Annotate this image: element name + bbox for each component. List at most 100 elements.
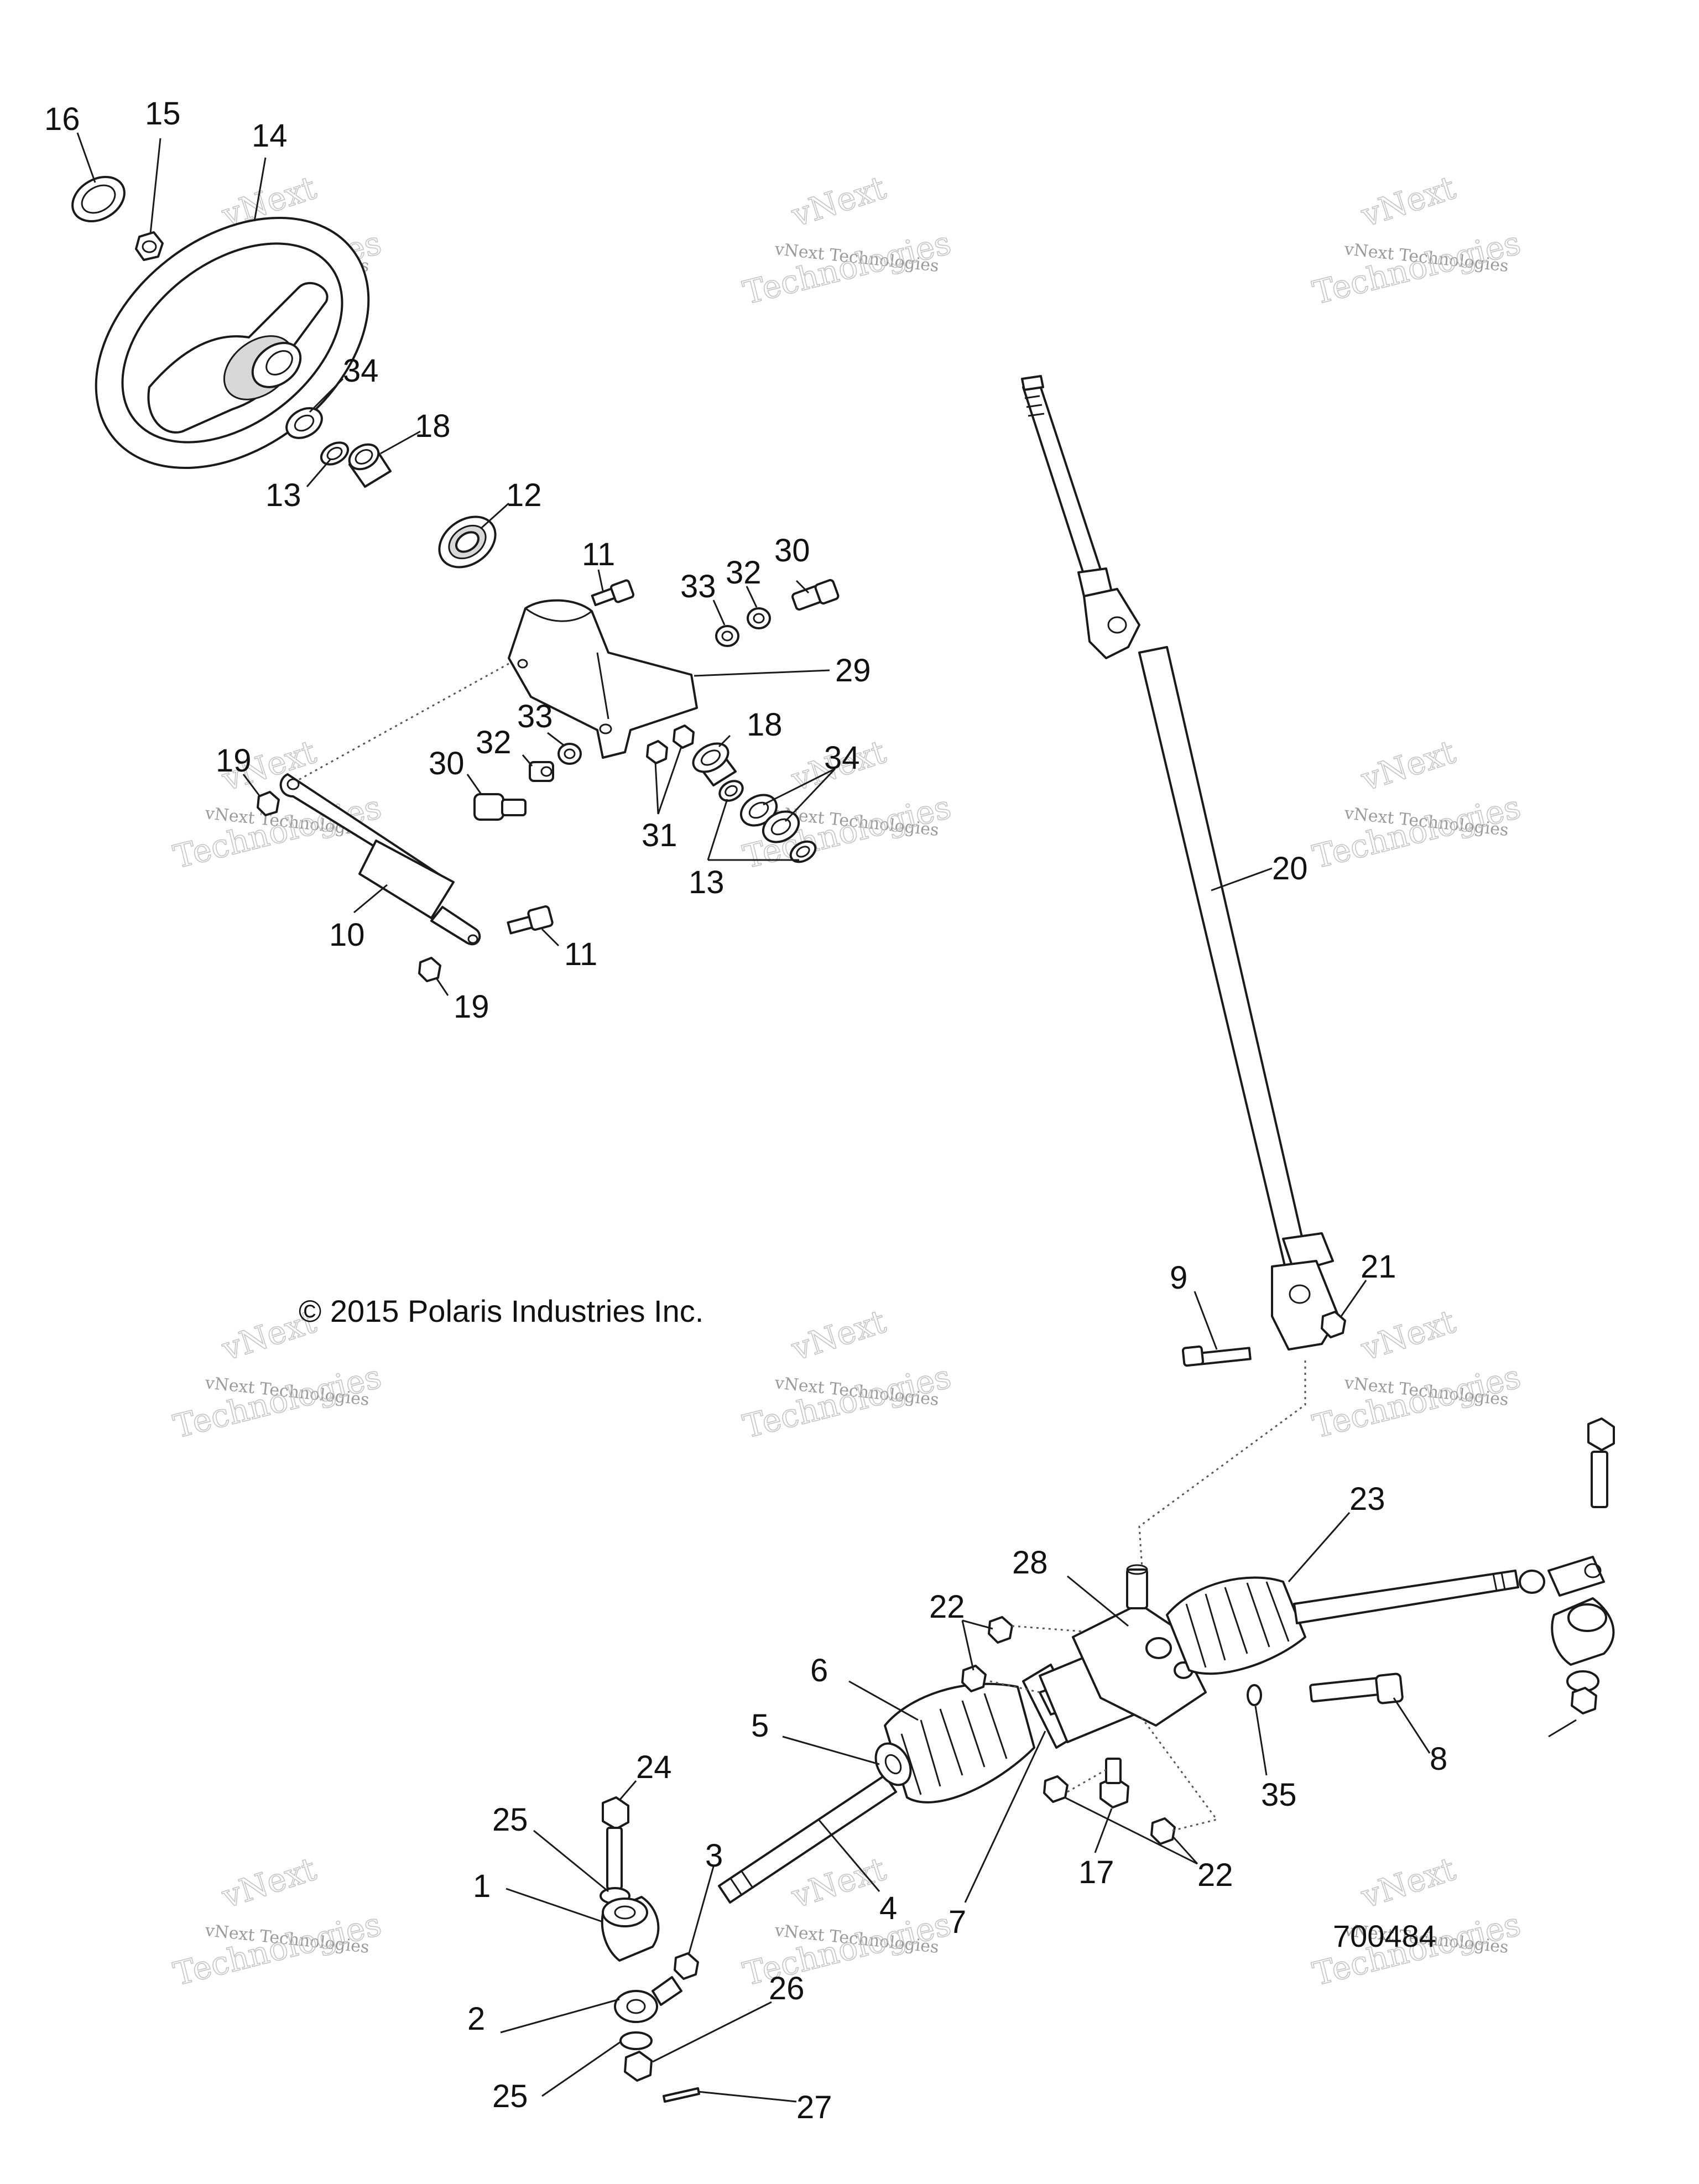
svg-text:vNext: vNext (786, 169, 890, 234)
part-32-spacer-upper (747, 607, 771, 629)
callout-19b: 19 (454, 989, 489, 1025)
part-9-pinch-bolt (1181, 1345, 1252, 1367)
part-10-tilt-gas-cylinder (279, 773, 481, 946)
callout-34: 34 (343, 353, 379, 389)
part-20-steering-shaft (1021, 375, 1340, 1351)
tilt-bracket-group (257, 578, 840, 982)
part-4-inner-tie-rod-left (718, 1774, 897, 1904)
figure-number: 700484 (1333, 1919, 1436, 1953)
callout-14: 14 (252, 118, 288, 154)
leader-lines (76, 132, 1431, 2103)
callout-30: 30 (774, 533, 810, 569)
watermark: vNext vNext Technologies Technologies (739, 1302, 955, 1446)
part-22-nut-a (988, 1616, 1013, 1644)
svg-text:vNext: vNext (786, 1302, 890, 1368)
nut-right (1571, 1687, 1597, 1714)
svg-text:vNext: vNext (1356, 1850, 1460, 1916)
callout-7: 7 (948, 1904, 966, 1940)
svg-text:Technologies: Technologies (739, 1358, 955, 1446)
part-22-nut-c (1043, 1775, 1069, 1803)
callout-32b: 32 (476, 724, 512, 760)
svg-text:vNext: vNext (1356, 1302, 1460, 1368)
callout-29: 29 (835, 653, 871, 689)
part-13-washer-lower-b (789, 840, 817, 863)
callout-21: 21 (1361, 1249, 1396, 1285)
part-16-center-cap (71, 176, 126, 222)
part-13-washer (320, 441, 350, 466)
callout-19: 19 (216, 743, 252, 779)
callout-32: 32 (726, 555, 762, 591)
callout-4: 4 (879, 1890, 897, 1926)
callout-2: 2 (467, 2001, 485, 2037)
part-35-washer (1247, 1684, 1262, 1706)
callout-12: 12 (506, 477, 542, 513)
callout-30b: 30 (429, 746, 465, 781)
part-15-nut (135, 231, 164, 261)
svg-text:Technologies: Technologies (170, 1358, 385, 1446)
watermark: vNext vNext Technologies Technologies (1309, 168, 1525, 312)
callout-28: 28 (1012, 1545, 1048, 1581)
part-21-nut (1321, 1311, 1346, 1338)
svg-text:vNext: vNext (217, 1850, 320, 1916)
part-34-washer (285, 407, 323, 439)
part-18-bushing (348, 443, 392, 488)
callout-10: 10 (329, 917, 365, 953)
assembly-path-line (989, 1625, 1218, 1832)
part-13-washer-lower-a (718, 780, 744, 802)
callout-35: 35 (1261, 1777, 1297, 1813)
callout-24: 24 (636, 1749, 672, 1785)
knuckle-bushing-right (1551, 1597, 1615, 1666)
callout-13: 13 (265, 477, 301, 513)
part-30-shoulder-bolt-upper (791, 578, 840, 611)
svg-text:Technologies: Technologies (170, 1905, 385, 1993)
callout-labels: 16 15 14 34 13 18 12 11 33 32 30 29 33 3… (44, 96, 1447, 2125)
tie-rod-end-left-group (600, 1796, 700, 2103)
callout-34b: 34 (824, 740, 860, 776)
callout-22b: 22 (1197, 1857, 1233, 1893)
part-11-pivot-bolt-lower (507, 905, 554, 935)
watermark-layer: vNext vNext Technologies Technologies vN… (169, 168, 1525, 1993)
part-30-shoulder-bolt-lower (473, 793, 527, 821)
callout-25: 25 (492, 1802, 528, 1838)
part-19-nut-lower (418, 957, 441, 982)
tie-rod-end-right (1519, 1556, 1605, 1597)
watermark: vNext vNext Technologies Technologies (739, 168, 955, 312)
callout-1: 1 (473, 1868, 491, 1904)
watermark: vNext vNext Technologies Technologies (169, 1849, 385, 1993)
callout-31: 31 (642, 817, 677, 853)
part-2-tie-rod-end (614, 1976, 682, 2023)
rack-and-pinion-group (718, 1417, 1615, 1904)
cotter-pin-right (1548, 1719, 1577, 1738)
callout-16: 16 (44, 101, 80, 137)
part-22-nut-d (1150, 1817, 1176, 1845)
callout-15: 15 (145, 96, 181, 132)
svg-text:Technologies: Technologies (739, 224, 955, 312)
part-34-washer-lower-b (762, 810, 800, 843)
steering-wheel-group (71, 176, 497, 569)
callout-33: 33 (680, 569, 716, 604)
callout-26: 26 (769, 1971, 805, 2006)
part-19-nut-upper (257, 791, 280, 816)
part-11-pivot-bolt-upper (591, 579, 635, 607)
callout-3: 3 (705, 1838, 723, 1874)
callout-27: 27 (796, 2089, 832, 2125)
callout-18: 18 (415, 408, 451, 444)
callout-8: 8 (1430, 1741, 1447, 1777)
copyright-notice: © 2015 Polaris Industries Inc. (299, 1294, 703, 1328)
callout-9: 9 (1170, 1260, 1187, 1296)
part-1-bushing (601, 1896, 660, 1962)
part-3-jam-nut (674, 1952, 699, 1980)
svg-text:vNext: vNext (1356, 733, 1460, 799)
callout-25b: 25 (492, 2078, 528, 2114)
part-23-boot-right (1166, 1576, 1306, 1675)
part-12-bearing (438, 515, 497, 569)
part-33-washer-upper (715, 625, 739, 647)
part-29-tilt-bracket (508, 599, 698, 759)
callout-18b: 18 (747, 707, 783, 743)
svg-text:vNext: vNext (1356, 169, 1460, 234)
assembly-path-line (298, 663, 509, 781)
part-32-spacer-lower (529, 761, 554, 782)
assembly-path-line (1138, 1361, 1306, 1577)
callout-11b: 11 (564, 936, 597, 972)
